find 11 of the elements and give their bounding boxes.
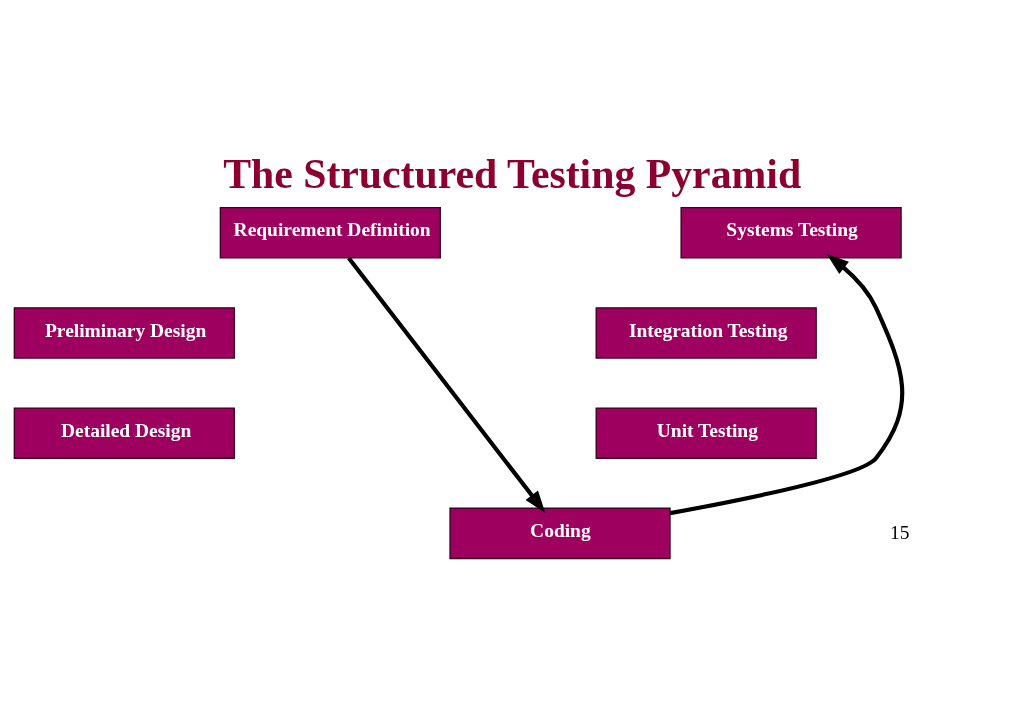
diagram-title: The Structured Testing Pyramid (223, 151, 802, 198)
node-box: Detailed Design (13, 407, 235, 459)
node-box: Preliminary Design (13, 307, 235, 359)
arrow (669, 254, 905, 516)
node-box: Integration Testing (595, 307, 817, 359)
label: 15 (889, 521, 910, 543)
node-box: Requirement Definition (219, 206, 441, 259)
node-box: Coding (449, 507, 671, 560)
node-box: Unit Testing (595, 407, 817, 459)
node-box: Systems Testing (680, 206, 902, 259)
arrow (347, 256, 546, 513)
